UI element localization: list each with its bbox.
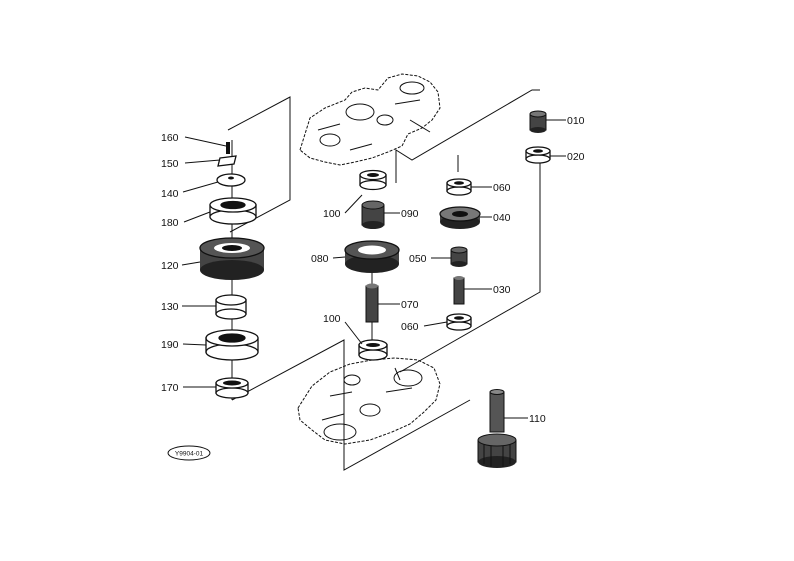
label-120: 120 xyxy=(161,260,179,272)
label-190: 190 xyxy=(161,339,179,351)
label-180: 180 xyxy=(161,217,179,229)
part-010-spline-collar xyxy=(529,110,547,133)
part-050-spline-gear xyxy=(450,246,468,267)
label-010: 010 xyxy=(567,115,585,127)
part-130-collar xyxy=(215,294,247,320)
label-060-lower: 060 xyxy=(401,321,419,333)
label-100-lower: 100 xyxy=(323,313,341,325)
part-150-washer xyxy=(217,155,237,167)
lower-housing-cover xyxy=(297,357,441,445)
label-150: 150 xyxy=(161,158,179,170)
label-020: 020 xyxy=(567,151,585,163)
label-100-upper: 100 xyxy=(323,208,341,220)
leader-lines xyxy=(181,119,566,419)
part-190-bearing xyxy=(205,329,259,361)
reference-code-badge: Y9904-01 xyxy=(167,445,211,461)
part-040-gear xyxy=(439,206,481,229)
part-070-shaft xyxy=(365,283,379,323)
upper-housing-cover xyxy=(299,73,441,166)
part-180-bearing xyxy=(209,197,257,225)
part-170-seal xyxy=(215,377,249,399)
part-140-collar xyxy=(216,173,246,187)
label-140: 140 xyxy=(161,188,179,200)
part-120-gear xyxy=(199,237,265,280)
label-040: 040 xyxy=(493,212,511,224)
label-050: 050 xyxy=(409,253,427,265)
part-100-bearing-upper xyxy=(359,169,387,191)
label-090: 090 xyxy=(401,208,419,220)
part-110-output-shaft xyxy=(477,389,517,468)
part-080-gear xyxy=(344,240,400,273)
label-080: 080 xyxy=(311,253,329,265)
reference-code: Y9904-01 xyxy=(175,451,204,458)
part-090-spline-gear xyxy=(361,200,385,229)
part-020-bearing xyxy=(525,146,551,164)
part-100-bearing-lower xyxy=(358,339,388,361)
part-labels: 160 150 140 180 120 130 190 170 100 090 … xyxy=(161,115,585,425)
part-060-bearing-upper xyxy=(446,178,472,196)
label-030: 030 xyxy=(493,284,511,296)
part-160-pin xyxy=(226,142,230,154)
label-060-upper: 060 xyxy=(493,182,511,194)
label-110: 110 xyxy=(529,413,546,425)
part-030-shaft xyxy=(453,276,465,305)
label-070: 070 xyxy=(401,299,419,311)
label-130: 130 xyxy=(161,301,179,313)
part-060-bearing-lower xyxy=(446,313,472,331)
label-160: 160 xyxy=(161,132,179,144)
label-170: 170 xyxy=(161,382,179,394)
